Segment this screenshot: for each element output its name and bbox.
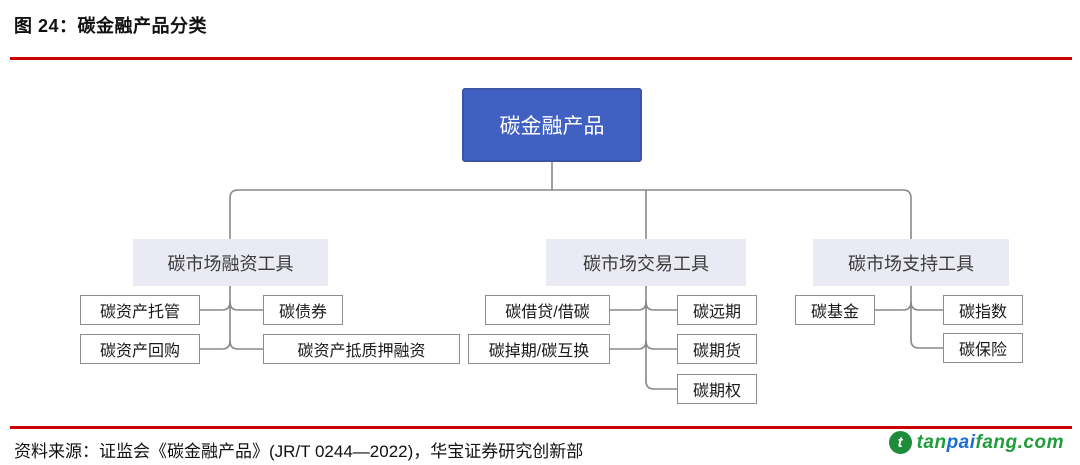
bottom-divider: [10, 426, 1072, 429]
node-category-support-tools: 碳市场支持工具: [813, 239, 1009, 286]
top-divider: [10, 57, 1072, 60]
figure-title: 图 24：碳金融产品分类: [14, 16, 208, 36]
node-category-financing-tools: 碳市场融资工具: [133, 239, 328, 286]
node-carbon-forward: 碳远期: [677, 295, 757, 325]
node-carbon-bond: 碳债券: [263, 295, 343, 325]
tanpaifang-logo-icon: t: [888, 431, 912, 454]
logo-segment-fang: fang: [975, 431, 1018, 453]
node-carbon-options: 碳期权: [677, 374, 757, 404]
node-carbon-asset-pledge-financing: 碳资产抵质押融资: [263, 334, 460, 364]
node-carbon-swap: 碳掉期/碳互换: [468, 334, 610, 364]
tanpaifang-logo: t tanpaifang.com: [888, 431, 1064, 454]
node-carbon-futures: 碳期货: [677, 334, 757, 364]
node-carbon-lending: 碳借贷/借碳: [485, 295, 610, 325]
node-carbon-asset-repurchase: 碳资产回购: [80, 334, 200, 364]
node-carbon-asset-custody: 碳资产托管: [80, 295, 200, 325]
tanpaifang-logo-text: tanpaifang.com: [917, 432, 1064, 454]
logo-segment-com: .com: [1017, 431, 1064, 453]
logo-segment-pai: pai: [946, 431, 976, 453]
node-carbon-insurance: 碳保险: [943, 333, 1023, 363]
node-category-trading-tools: 碳市场交易工具: [546, 239, 746, 286]
node-carbon-index: 碳指数: [943, 295, 1023, 325]
source-note: 资料来源：证监会《碳金融产品》(JR/T 0244—2022)，华宝证券研究创新…: [14, 442, 584, 461]
node-carbon-finance-products: 碳金融产品: [462, 88, 642, 162]
logo-segment-tan: tan: [916, 431, 947, 453]
node-carbon-fund: 碳基金: [795, 295, 875, 325]
